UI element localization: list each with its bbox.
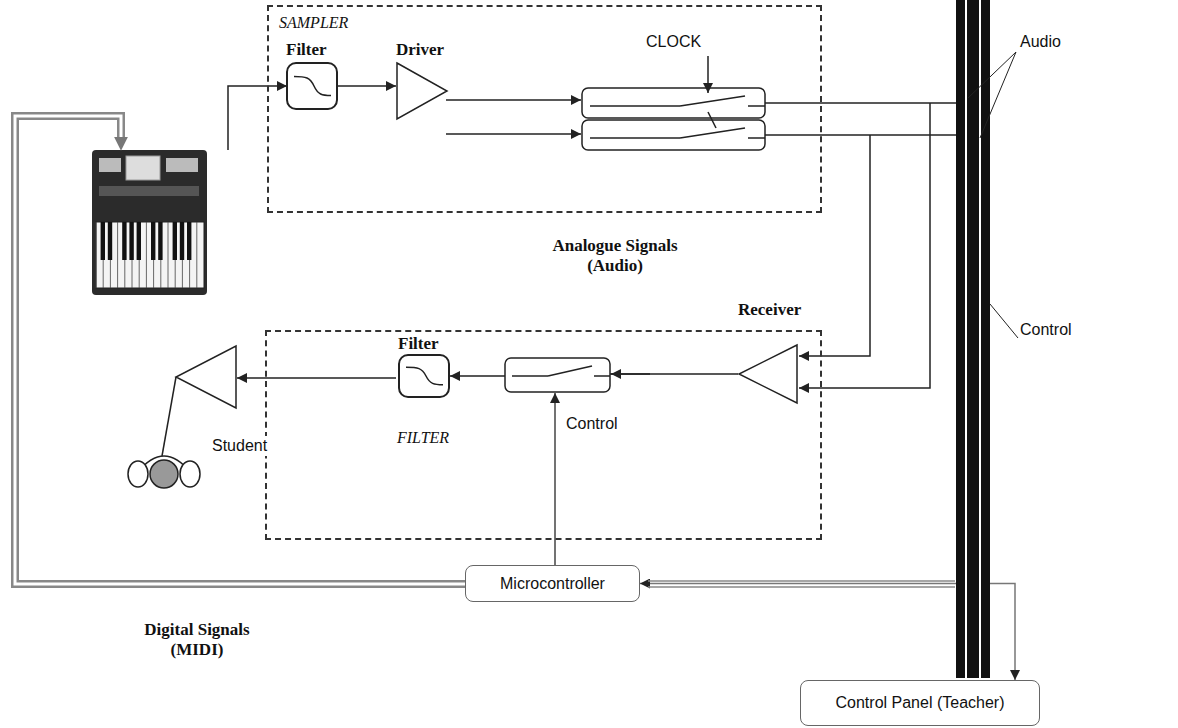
bus-label: Control (1020, 320, 1072, 340)
audio-wire (446, 133, 581, 135)
driver-amplifier-outline (396, 62, 448, 120)
audio-wire (765, 103, 958, 388)
student-label: Student (212, 436, 267, 456)
audio-wire (228, 86, 287, 150)
clock-label: CLOCK (646, 32, 701, 52)
driver-amplifier: Driver (396, 40, 466, 120)
control-label: Control (566, 414, 618, 434)
sample-switch (582, 88, 765, 150)
block-label: Filter (286, 40, 346, 60)
audio-wire (446, 99, 581, 101)
driver-amplifier-shape (396, 62, 448, 120)
dashed-group: FILTERFilterReceiver (265, 330, 822, 540)
control-wire (648, 581, 955, 587)
clock-arrow (707, 56, 709, 93)
filter-block: Filter (286, 40, 346, 110)
filter-block-outline (286, 62, 338, 110)
filter-block-shape (286, 62, 338, 110)
amplifier-symbol (176, 346, 236, 408)
block-label: Filter (398, 334, 458, 354)
audio-wire (611, 373, 650, 375)
group-label: FILTER (397, 428, 449, 448)
control-panel-box: Control Panel (Teacher) (800, 680, 1040, 726)
signal-label: Analogue Signals (Audio) (540, 236, 690, 276)
midi-wire (15, 116, 465, 584)
filter-block-shape (398, 354, 450, 398)
microcontroller-box: Microcontroller (465, 565, 640, 602)
keyboard-illustration (92, 150, 207, 295)
filter-block-outline (398, 354, 450, 398)
headphones-icon (128, 377, 200, 488)
signal-label: Digital Signals (MIDI) (122, 620, 272, 660)
output-switch (505, 358, 610, 392)
signal-arrow (338, 85, 396, 87)
receiver-amplifier: Receiver (738, 300, 822, 404)
block-label: Receiver (738, 300, 822, 320)
receiver-amplifier-outline (738, 344, 798, 404)
box-label: Microcontroller (500, 574, 605, 594)
bus-bar (956, 0, 990, 678)
clock-arrow (708, 112, 716, 128)
audio-wire (237, 377, 396, 379)
receiver-amplifier-shape (738, 344, 798, 404)
dashed-group: SAMPLER Filter Driver (267, 5, 822, 213)
filter-block: Filter (398, 334, 458, 398)
bus-label: Audio (1020, 32, 1061, 52)
leader-line (968, 52, 1018, 338)
box-label: Control Panel (Teacher) (836, 693, 1005, 713)
block-label: Driver (396, 40, 466, 60)
group-label: SAMPLER (279, 13, 348, 33)
